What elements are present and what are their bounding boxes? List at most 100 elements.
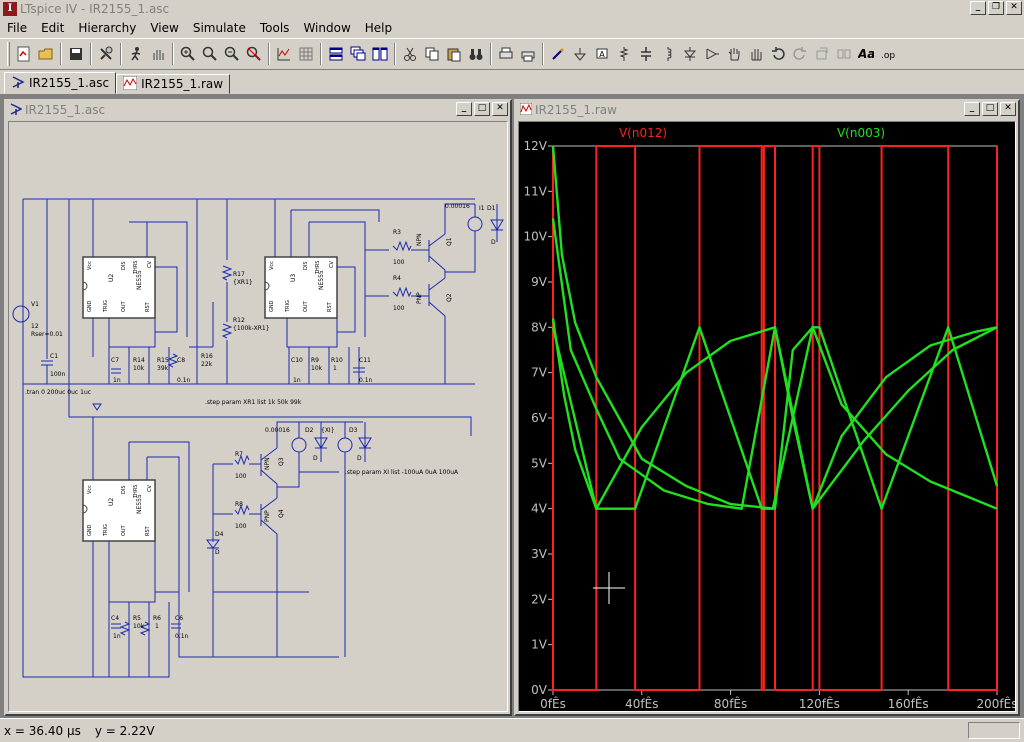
- schematic-minimize-button[interactable]: _: [456, 102, 472, 116]
- pnp-label: PNP: [264, 510, 271, 522]
- drag-hand-icon[interactable]: [745, 43, 767, 65]
- npn-label: NPN: [416, 233, 423, 246]
- zoom-out-icon[interactable]: [221, 43, 243, 65]
- d3-label: D3: [349, 427, 358, 434]
- waveform-minimize-button[interactable]: _: [964, 102, 980, 116]
- pin-label: THRS: [315, 261, 321, 275]
- waveform-maximize-button[interactable]: □: [982, 102, 998, 116]
- rotate-icon[interactable]: [811, 43, 833, 65]
- undo-icon[interactable]: [767, 43, 789, 65]
- menu-simulate[interactable]: Simulate: [192, 21, 246, 35]
- text-icon[interactable]: Aa: [855, 43, 877, 65]
- status-x-readout: x = 36.40 µs: [4, 723, 81, 738]
- copy-icon[interactable]: [421, 43, 443, 65]
- schematic-window-titlebar[interactable]: IR2155_1.asc _ □ ✕: [6, 101, 510, 119]
- schematic-window[interactable]: IR2155_1.asc _ □ ✕: [4, 99, 512, 716]
- capacitor-icon[interactable]: [635, 43, 657, 65]
- draw-wire-icon[interactable]: [547, 43, 569, 65]
- menu-hierarchy[interactable]: Hierarchy: [78, 21, 137, 35]
- menu-help[interactable]: Help: [364, 21, 393, 35]
- autorange-icon[interactable]: [273, 43, 295, 65]
- ne555-label: NE555: [136, 270, 143, 290]
- x-tick-label: 160fÊs: [888, 696, 929, 711]
- cascade-icon[interactable]: [347, 43, 369, 65]
- control-panel-icon[interactable]: [95, 43, 117, 65]
- pin-label: DIS: [303, 262, 309, 271]
- waveform-close-button[interactable]: ✕: [1000, 102, 1016, 116]
- menu-tools[interactable]: Tools: [259, 21, 290, 35]
- print-setup-icon[interactable]: [495, 43, 517, 65]
- find-binoculars-icon[interactable]: [465, 43, 487, 65]
- mirror-icon[interactable]: [833, 43, 855, 65]
- move-hand-icon[interactable]: [723, 43, 745, 65]
- trace-series-0: [552, 145, 998, 691]
- pin-label: CV: [147, 485, 153, 492]
- spice-directive-icon[interactable]: .op: [877, 43, 899, 65]
- r9-label: R9: [311, 357, 319, 364]
- menu-view[interactable]: View: [150, 21, 179, 35]
- tile-vertical-icon[interactable]: [369, 43, 391, 65]
- r5-value: 10k: [133, 623, 145, 630]
- r17-label: R17: [233, 271, 245, 278]
- y-tick-label: 4V: [531, 502, 548, 516]
- inductor-icon[interactable]: [657, 43, 679, 65]
- trace-label-v-n012[interactable]: V(n012): [619, 126, 667, 140]
- print-icon[interactable]: [517, 43, 539, 65]
- d2-label: D2: [305, 427, 314, 434]
- label-net-icon[interactable]: A: [591, 43, 613, 65]
- pin-label: RST: [145, 301, 151, 312]
- halt-hand-icon[interactable]: [147, 43, 169, 65]
- zoom-fit-icon[interactable]: [243, 43, 265, 65]
- menu-window[interactable]: Window: [303, 21, 351, 35]
- r7-value: 100: [235, 473, 247, 480]
- r12-value: {100k-XR1}: [233, 325, 270, 332]
- menu-file[interactable]: File: [7, 21, 28, 35]
- c7-label: C7: [111, 357, 119, 364]
- pnp-label: PNP: [416, 292, 423, 304]
- npn-label: NPN: [264, 457, 271, 470]
- y-tick-label: 1V: [531, 638, 548, 652]
- tile-horizontal-icon[interactable]: [325, 43, 347, 65]
- schematic-canvas[interactable]: V1 12 Rser=0.01 C1 100n .tran 0 200uc 0u…: [8, 121, 508, 712]
- resistor-icon[interactable]: [613, 43, 635, 65]
- grid-icon[interactable]: [295, 43, 317, 65]
- r16-value: 22k: [201, 361, 213, 368]
- c6-label: C6: [175, 615, 183, 622]
- waveform-window-titlebar[interactable]: IR2155_1.raw _ □ ✕: [516, 101, 1018, 119]
- open-folder-icon[interactable]: [35, 43, 57, 65]
- zoom-pan-icon[interactable]: [199, 43, 221, 65]
- c8-label: C8: [177, 357, 185, 364]
- schematic-close-button[interactable]: ✕: [492, 102, 508, 116]
- pin-label: Vcc: [87, 485, 93, 494]
- paste-icon[interactable]: [443, 43, 465, 65]
- schematic-maximize-button[interactable]: □: [474, 102, 490, 116]
- minimize-button[interactable]: _: [970, 1, 986, 15]
- diode-icon[interactable]: [679, 43, 701, 65]
- title-bar: I LTspice IV - IR2155_1.asc _ ❐ ✕: [0, 0, 1024, 18]
- zoom-in-icon[interactable]: [177, 43, 199, 65]
- menu-edit[interactable]: Edit: [41, 21, 65, 35]
- trace-label-v-n003[interactable]: V(n003): [837, 126, 885, 140]
- run-icon[interactable]: [125, 43, 147, 65]
- new-schematic-icon[interactable]: [13, 43, 35, 65]
- ltspice-logo-icon: I: [3, 2, 17, 16]
- pin-label: TRIG: [285, 300, 291, 313]
- tab-schematic[interactable]: IR2155_1.asc: [4, 72, 117, 94]
- c6-value: 0.1n: [175, 633, 189, 640]
- tab-waveform[interactable]: IR2155_1.raw: [116, 74, 231, 94]
- r14-value: 10k: [133, 365, 145, 372]
- restore-button[interactable]: ❐: [988, 1, 1004, 15]
- redo-icon[interactable]: [789, 43, 811, 65]
- v1-label: V1: [31, 301, 39, 308]
- x-tick-label: 120fÊs: [799, 696, 840, 711]
- close-button[interactable]: ✕: [1006, 1, 1022, 15]
- component-icon[interactable]: [701, 43, 723, 65]
- cut-icon[interactable]: [399, 43, 421, 65]
- toolbar-grip[interactable]: [7, 42, 10, 66]
- ground-icon[interactable]: [569, 43, 591, 65]
- pin-label: OUT: [303, 300, 309, 312]
- save-icon[interactable]: [65, 43, 87, 65]
- svg-text:A: A: [599, 50, 605, 59]
